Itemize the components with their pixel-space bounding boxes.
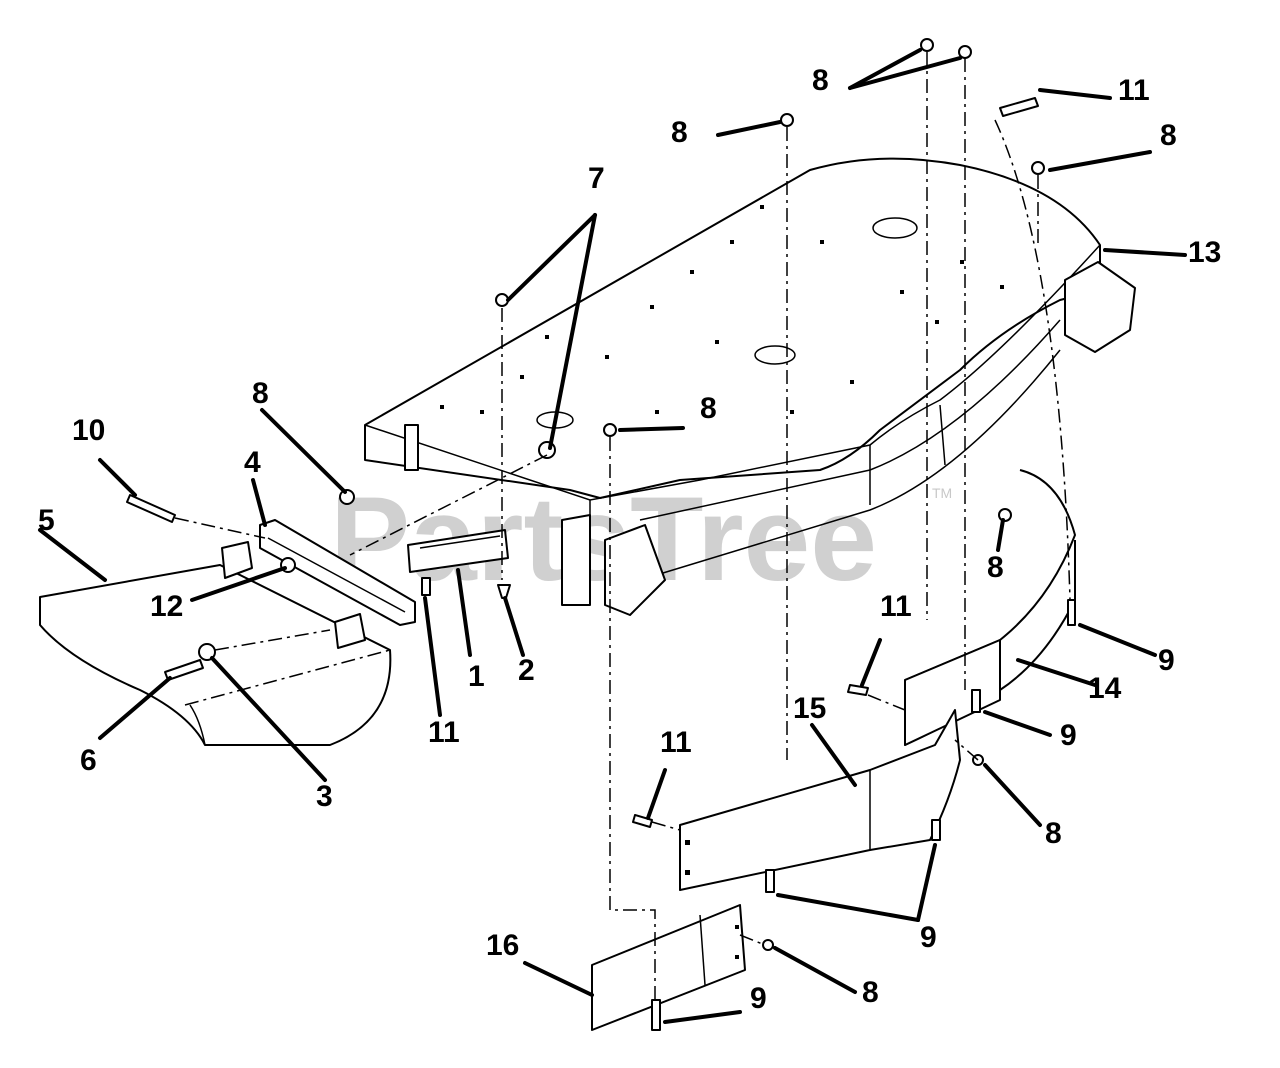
callout-8: 8: [671, 116, 688, 149]
hardware: [126, 38, 1076, 1031]
callout-4: 4: [244, 446, 261, 479]
callout-1: 1: [468, 660, 485, 693]
callout-8: 8: [700, 392, 717, 425]
callout-11: 11: [1118, 74, 1150, 107]
callout-12: 12: [150, 590, 183, 623]
callout-10: 10: [72, 414, 105, 447]
mower-deck: [364, 157, 1136, 616]
callout-2: 2: [518, 654, 535, 687]
callout-11: 11: [428, 716, 460, 749]
skirt-14: [904, 469, 1076, 746]
callout-8: 8: [1160, 119, 1177, 152]
callout-16: 16: [486, 929, 519, 962]
callout-9: 9: [920, 921, 937, 954]
callout-11: 11: [880, 590, 912, 623]
plate-16: [591, 904, 746, 1031]
callout-8: 8: [252, 377, 269, 410]
callout-9: 9: [750, 982, 767, 1015]
callout-8: 8: [862, 976, 879, 1009]
callout-8: 8: [987, 551, 1004, 584]
callout-leaders: [38, 48, 1187, 1024]
watermark-trademark: TM: [932, 485, 952, 501]
callout-15: 15: [793, 692, 826, 725]
hinge-bracket: [221, 519, 416, 649]
skirt-15: [679, 709, 961, 891]
callout-3: 3: [316, 780, 333, 813]
callout-6: 6: [80, 744, 97, 777]
callout-7: 7: [588, 162, 605, 195]
callout-13: 13: [1188, 236, 1221, 269]
callout-5: 5: [38, 504, 55, 537]
callout-labels: 8 11 8 8 7 13 8 8 10 4 5 12 1 2 11 6 3 8…: [38, 64, 1221, 1015]
callout-14: 14: [1088, 672, 1122, 705]
callout-9: 9: [1158, 644, 1175, 677]
callout-11: 11: [660, 726, 692, 759]
deflector-plate: [407, 529, 509, 573]
callout-9: 9: [1060, 719, 1077, 752]
callout-8: 8: [812, 64, 829, 97]
assembly-lines: [174, 52, 1071, 1000]
callout-8: 8: [1045, 817, 1062, 850]
